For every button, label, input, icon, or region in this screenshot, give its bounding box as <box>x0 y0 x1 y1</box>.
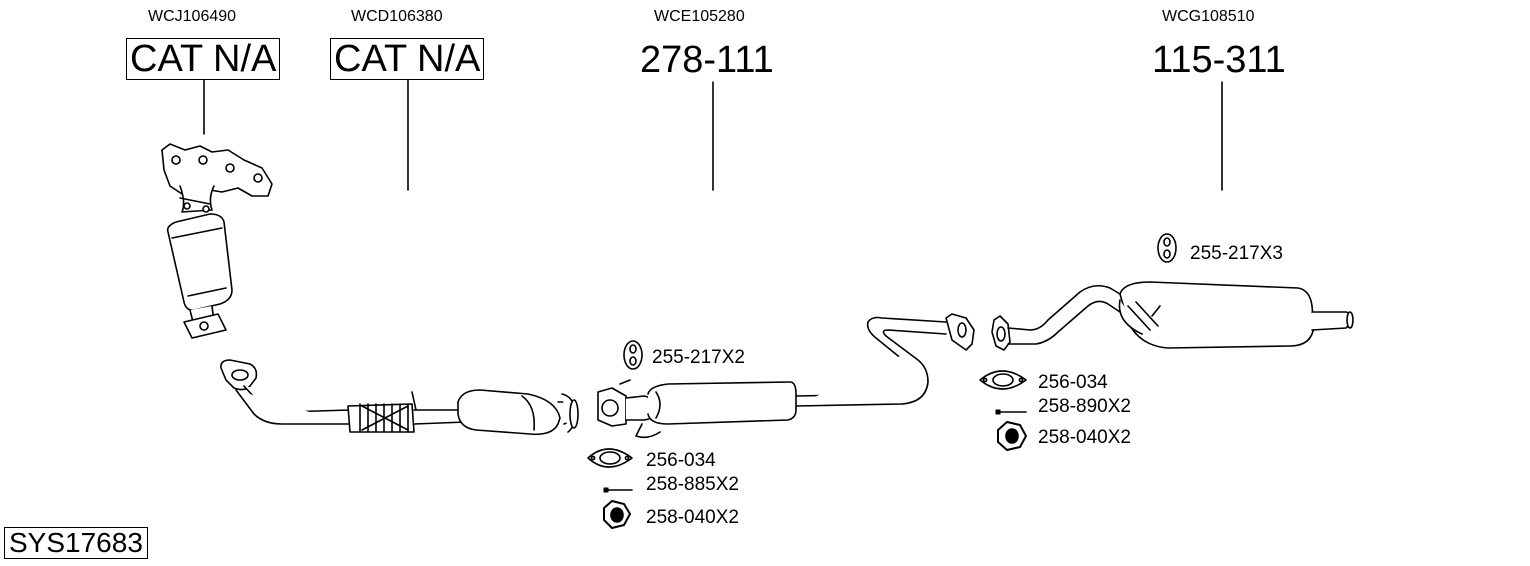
component-4-oem-number: WCG108510 <box>1162 8 1255 25</box>
rear-silencer-icon[interactable] <box>991 281 1354 351</box>
gasket-rear-icon[interactable] <box>979 370 1027 390</box>
component-3-oem-number: WCE105280 <box>654 8 745 25</box>
component-4-part-code[interactable]: 115-311 <box>1152 39 1286 81</box>
component-2-part-code[interactable]: CAT N/A <box>330 38 485 80</box>
bolt-rear-icon[interactable] <box>995 409 1027 415</box>
component-3-part-code[interactable]: 278-111 <box>640 39 774 81</box>
front-pipe-catalyst-icon[interactable] <box>220 359 579 436</box>
gasket-rear-label: 256-034 <box>1038 372 1108 393</box>
gasket-mid-icon[interactable] <box>587 448 633 468</box>
nut-rear-icon[interactable] <box>997 421 1027 451</box>
rubber-mount-rear-icon[interactable] <box>1157 233 1177 263</box>
rubber-mount-mid-icon[interactable] <box>623 340 643 370</box>
gasket-mid-label: 256-034 <box>646 450 716 471</box>
system-code: SYS17683 <box>4 527 148 559</box>
component-1-oem-number: WCJ106490 <box>148 8 237 25</box>
component-2-oem-number: WCD106380 <box>351 8 443 25</box>
nut-mid-icon[interactable] <box>603 500 631 529</box>
bolt-mid-icon[interactable] <box>603 487 633 493</box>
manifold-catalyst-icon[interactable] <box>161 143 273 339</box>
mount-rear-label: 255-217X3 <box>1190 243 1283 264</box>
mount-mid-label: 255-217X2 <box>652 347 745 368</box>
nut-rear-label: 258-040X2 <box>1038 427 1131 448</box>
bolt-rear-label: 258-890X2 <box>1038 396 1131 417</box>
middle-silencer-icon[interactable] <box>597 313 975 439</box>
bolt-mid-label: 258-885X2 <box>646 474 739 495</box>
component-1-part-code[interactable]: CAT N/A <box>126 38 281 80</box>
nut-mid-label: 258-040X2 <box>646 507 739 528</box>
